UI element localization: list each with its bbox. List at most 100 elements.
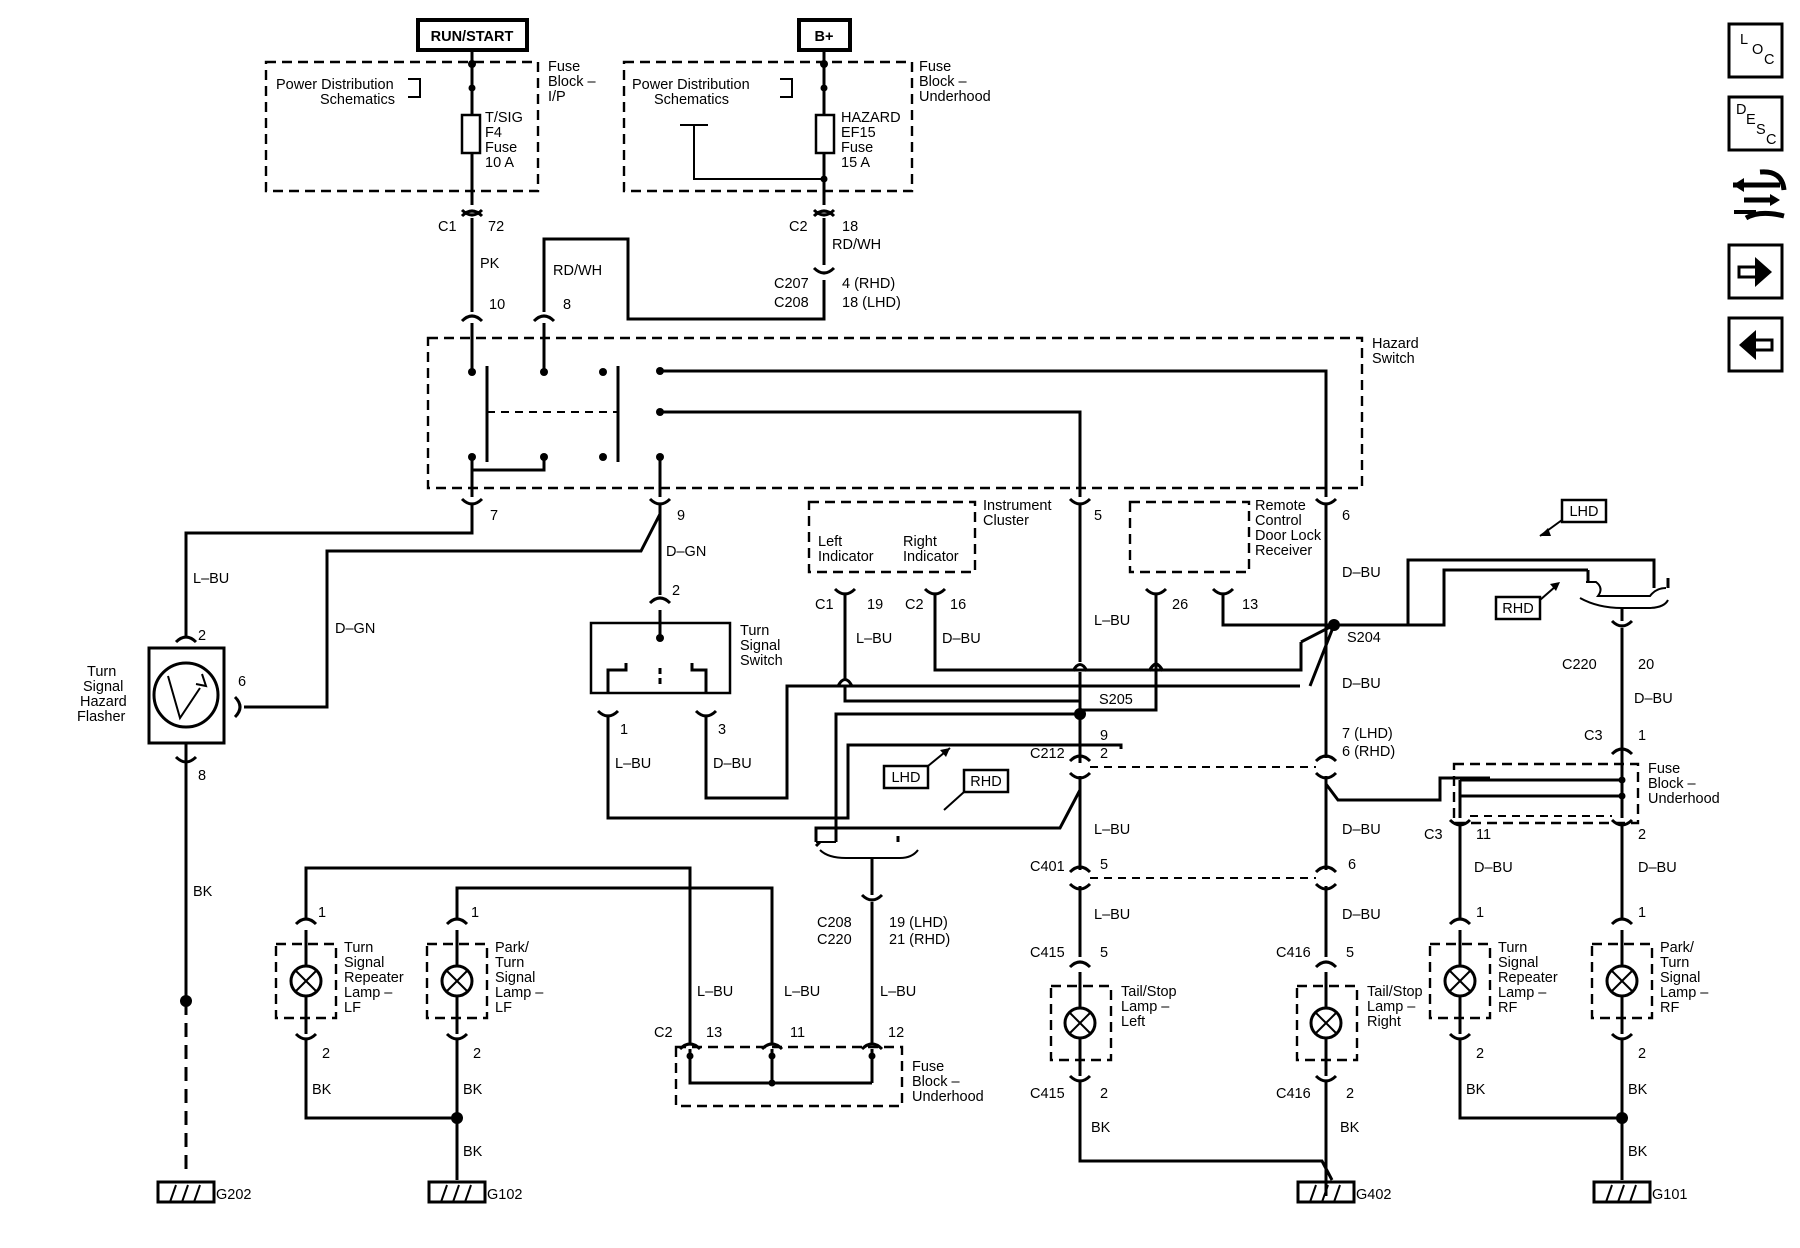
right-pin-rhd: 6 (RHD): [1342, 744, 1395, 760]
lb-c2-pin12: 12: [888, 1025, 904, 1041]
ip-fuse-rating: 10 A: [485, 155, 514, 171]
desc-s: S: [1756, 122, 1766, 138]
rb-c220: C220: [1562, 657, 1597, 673]
lb-lf-rep-pin1: 1: [318, 905, 326, 921]
lb-fuse-label-3: Underhood: [912, 1089, 984, 1105]
turn-signal-switch: L–BU D–GN 2 Turn Signal Switch 1 3 L–BU …: [589, 514, 1300, 820]
rf-rep-label-3: Repeater: [1498, 970, 1558, 986]
c2-pin: 18: [842, 219, 858, 235]
cluster-c2: C2: [905, 597, 924, 613]
c401-label: C401: [1030, 859, 1065, 875]
c415a-pin: 5: [1100, 945, 1108, 961]
hazard-switch: Hazard Switch: [426, 323, 1419, 497]
next-button[interactable]: [1727, 243, 1784, 300]
rcdl-label-1: Remote: [1255, 498, 1306, 514]
rf-rep-label-4: Lamp –: [1498, 985, 1547, 1001]
nav-buttons: L O C D E S C: [1727, 22, 1787, 373]
lb-bk-c: BK: [463, 1144, 483, 1160]
lb-c2-pin13: 13: [706, 1025, 722, 1041]
desc-c: C: [1766, 132, 1776, 148]
previous-button[interactable]: [1727, 316, 1784, 373]
hazard-pin-8: 8: [563, 297, 571, 313]
rdwh-wire-label-b: RD/WH: [553, 263, 602, 279]
c401-pin-6: 6: [1348, 857, 1356, 873]
rf-park-label-5: RF: [1660, 1000, 1679, 1016]
ground-g102-label: G102: [487, 1187, 522, 1203]
lb-lf-park-pin2: 2: [473, 1046, 481, 1062]
ground-g402-label: G402: [1356, 1187, 1391, 1203]
lf-rep-label-4: Lamp –: [344, 985, 393, 1001]
rb-bk-b: BK: [1628, 1082, 1648, 1098]
c2-label: C2: [789, 219, 808, 235]
rb-fuse-label-3: Underhood: [1648, 791, 1720, 807]
flasher-pin-8: 8: [198, 768, 206, 784]
rcdl-pin-26: 26: [1172, 597, 1188, 613]
lb-fuse-label-2: Block –: [912, 1074, 960, 1090]
c416a-label: C416: [1276, 945, 1311, 961]
center-lbu-3: L–BU: [1094, 907, 1130, 923]
tss-pin-2: 2: [672, 583, 680, 599]
lf-park-label-1: Park/: [495, 940, 530, 956]
ip-fuse-name: T/SIG: [485, 110, 523, 126]
rf-park-label-2: Turn: [1660, 955, 1689, 971]
rb-bk-c: BK: [1628, 1144, 1648, 1160]
c212-label: C212: [1030, 746, 1065, 762]
tail-left-label-3: Left: [1121, 1014, 1145, 1030]
right-pin-lhd: 7 (LHD): [1342, 726, 1393, 742]
ip-fuse-type: Fuse: [485, 140, 517, 156]
rb-c3-pin1: 1: [1638, 728, 1646, 744]
cluster-c2-pin: 16: [950, 597, 966, 613]
rb-bk-a: BK: [1466, 1082, 1486, 1098]
ip-schematic-ref-1: Power Distribution: [276, 77, 394, 93]
tss-label-3: Switch: [740, 653, 783, 669]
rcdl-label-3: Door Lock: [1255, 528, 1322, 544]
center-right-column: D–BU S204 D–BU 7 (LHD) 6 (RHD) D–BU 6 D–…: [1276, 514, 1656, 1204]
tail-left-label-2: Lamp –: [1121, 999, 1170, 1015]
description-icon: D E S C: [1736, 102, 1776, 148]
rb-rf-park-pin2: 2: [1638, 1046, 1646, 1062]
location-icon: L O C: [1740, 32, 1774, 68]
tss-input-wire-label: D–GN: [666, 544, 706, 560]
lf-park-label-3: Signal: [495, 970, 535, 986]
ip-block-label-1: Fuse: [548, 59, 580, 75]
rb-c3-pin11: 11: [1476, 827, 1491, 843]
tail-right-label-2: Lamp –: [1367, 999, 1416, 1015]
run-start-source: RUN/START: [416, 18, 529, 52]
instrument-cluster: Instrument Cluster Left Indicator Right …: [807, 498, 1303, 714]
center-lbu-1: L–BU: [1094, 613, 1130, 629]
lf-rep-label-5: LF: [344, 1000, 361, 1016]
cluster-dbu-label: D–BU: [942, 631, 981, 647]
lb-c208: C208: [817, 915, 852, 931]
ground-g101-icon: [1592, 1180, 1652, 1204]
center-dbu-2: D–BU: [1342, 676, 1381, 692]
flasher-dgn-label: D–GN: [335, 621, 375, 637]
rf-park-label-4: Lamp –: [1660, 985, 1709, 1001]
rcdl-label-4: Receiver: [1255, 543, 1312, 559]
rb-c3b: C3: [1424, 827, 1443, 843]
c207-pin-rhd: 4 (RHD): [842, 276, 895, 292]
flasher-lbu-label: L–BU: [193, 571, 229, 587]
pk-wire-label: PK: [480, 256, 500, 272]
hazard-pin-10: 10: [489, 297, 505, 313]
top-wiring: C1 72 PK C2 18 RD/WH C207 C208 4 (RHD) 1…: [438, 208, 901, 323]
fuse-block-underhood-top: Power Distribution Schematics Fuse Block…: [622, 50, 991, 205]
center-dbu-3: D–BU: [1342, 822, 1381, 838]
uh-fuse-type: Fuse: [841, 140, 873, 156]
tss-label-2: Signal: [740, 638, 780, 654]
c208-pin-lhd: 18 (LHD): [842, 295, 901, 311]
tag-lhd-right: LHD: [1569, 504, 1598, 520]
center-left-column: L–BU S205 9 2 C212 L–BU C401 5 L–BU C415…: [814, 514, 1334, 1181]
lf-park-label-4: Lamp –: [495, 985, 544, 1001]
rb-dbu-b: D–BU: [1638, 860, 1677, 876]
c416b-pin: 2: [1346, 1086, 1354, 1102]
hazard-switch-label-2: Switch: [1372, 351, 1415, 367]
lb-lbu-c: L–BU: [880, 984, 916, 1000]
left-bottom-circuit: C208 C220 19 (LHD) 21 (RHD) L–BU C2 13 1…: [156, 836, 984, 1204]
loc-l: L: [1740, 32, 1748, 48]
location-button[interactable]: L O C: [1727, 22, 1784, 79]
tag-rhd-left: RHD: [970, 774, 1001, 790]
fuse-block-ip: Power Distribution Schematics Fuse Block…: [264, 50, 596, 205]
description-button[interactable]: D E S C: [1727, 95, 1784, 152]
connector-button[interactable]: [1733, 169, 1787, 221]
